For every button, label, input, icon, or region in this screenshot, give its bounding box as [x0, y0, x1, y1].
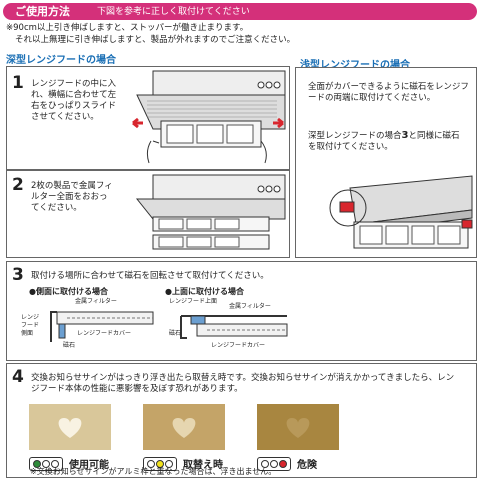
- step4-text: 交換お知らせサインがはっきり浮き出たら取替え時です。交換お知らせサインが消えかか…: [31, 373, 455, 394]
- step2-box: 2 2枚の製品で金属フィルター全面をおおってください。: [6, 170, 290, 258]
- side-label-cover: レンジフードカバー: [77, 330, 132, 337]
- status-usable: 使用可能: [29, 456, 109, 471]
- header-subtitle: 下図を参考に正しく取付けてください: [97, 7, 250, 17]
- step1-box: 1 レンジフードの中に入れ、横幅に合わせて左右をひっぱりスライドさせてください。: [6, 66, 290, 170]
- deep-hood-title: 深型レンジフードの場合: [6, 55, 116, 66]
- side-mount-title: ●側面に取付ける場合: [29, 287, 108, 296]
- sign-swatch-danger: [257, 404, 339, 450]
- step4-footnote: ※交換お知らせサインがアルミ枠と重なった場合は、浮き出ません。: [30, 467, 277, 476]
- step3-text: 取付ける場所に合わせて磁石を回転させて取付けてください。: [31, 271, 269, 281]
- shallow-hood-illustration: [329, 175, 473, 249]
- side-label-hood-3: 側面: [21, 330, 34, 337]
- top-label-top: レンジフード上面: [169, 298, 218, 305]
- status-light-icon: [257, 456, 291, 471]
- status-light-icon: [29, 456, 63, 471]
- header-title: ご使用方法: [15, 5, 70, 18]
- sign-swatch-usable: [29, 404, 111, 450]
- step2-number: 2: [12, 175, 24, 195]
- shallow-text-2: 深型レンジフードの場合3と同様に磁石を取付けてください。: [308, 130, 460, 152]
- side-label-magnet: 磁石: [63, 342, 76, 349]
- shallow-step-ref: 3: [401, 130, 409, 141]
- shallow-text-1: 全面がカバーできるように磁石をレンジフードの両端に取付けてください。: [308, 82, 469, 103]
- status-replace: 取替え時: [143, 456, 223, 471]
- top-label-cover: レンジフードカバー: [211, 342, 266, 349]
- status-replace-label: 取替え時: [183, 460, 223, 471]
- note-line-1: ※90cm以上引き伸ばしますと、ストッパーが働き止まります。: [6, 23, 249, 33]
- side-label-hood-2: フード: [21, 322, 40, 329]
- top-mount-diagram: [180, 315, 288, 339]
- top-label-magnet: 磁石: [169, 330, 182, 337]
- step3-number: 3: [12, 265, 24, 285]
- status-light-icon: [143, 456, 177, 471]
- hood-pull-illustration: [132, 70, 286, 164]
- step4-box: 4 交換お知らせサインがはっきり浮き出たら取替え時です。交換お知らせサインが消え…: [6, 363, 477, 478]
- side-label-metal: 金属フィルター: [75, 298, 117, 305]
- sign-swatch-replace: [143, 404, 225, 450]
- note-line-2: それ以上無理に引き伸ばしますと、製品が外れますのでご注意ください。: [15, 35, 296, 45]
- step1-text: レンジフードの中に入れ、横幅に合わせて左右をひっぱりスライドさせてください。: [31, 79, 117, 122]
- hood-filter-illustration: [135, 174, 286, 250]
- shallow-box: 全面がカバーできるように磁石をレンジフードの両端に取付けてください。 深型レンジ…: [295, 67, 477, 258]
- status-danger-label: 危険: [297, 460, 317, 471]
- step2-text: 2枚の製品で金属フィルター全面をおおってください。: [31, 181, 113, 213]
- side-mount-diagram: [50, 311, 154, 342]
- step1-number: 1: [12, 73, 24, 93]
- top-mount-title: ●上面に取付ける場合: [165, 287, 244, 296]
- side-label-hood-1: レンジ: [21, 314, 40, 321]
- shallow-hood-title: 浅型レンジフードの場合: [300, 60, 410, 71]
- top-label-metal: 金属フィルター: [229, 303, 271, 310]
- status-danger: 危険: [257, 456, 317, 471]
- status-usable-label: 使用可能: [69, 460, 109, 471]
- instructions-header: ご使用方法 下図を参考に正しく取付けてください: [3, 3, 477, 20]
- step3-box: 3 取付ける場所に合わせて磁石を回転させて取付けてください。 ●側面に取付ける場…: [6, 261, 477, 361]
- step4-number: 4: [12, 367, 24, 387]
